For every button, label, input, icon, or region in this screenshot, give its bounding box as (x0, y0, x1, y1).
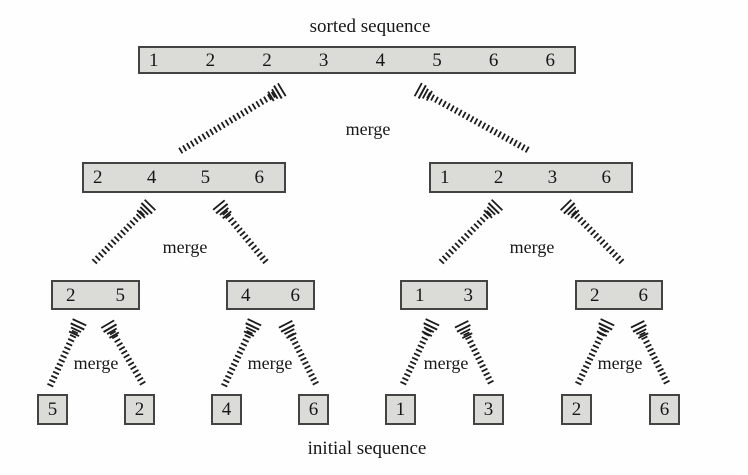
merge-arrow (575, 318, 615, 386)
pair-box-4: 2 6 (575, 280, 663, 310)
sequence-value: 6 (638, 284, 649, 306)
sequence-value: 2 (205, 49, 216, 71)
initial-box-3: 4 (211, 394, 242, 425)
merge-arrow (413, 82, 530, 153)
sequence-value: 6 (545, 49, 555, 71)
sorted-sequence-label: sorted sequence (309, 16, 431, 37)
merge-arrow (630, 320, 670, 385)
sequence-value: 6 (659, 399, 670, 420)
initial-sequence-label: initial sequence (307, 438, 427, 459)
sequence-value: 2 (590, 284, 600, 306)
sequence-value: 1 (440, 167, 450, 188)
initial-box-6: 3 (473, 394, 504, 425)
merge-arrow (400, 318, 440, 386)
sequence-value: 4 (221, 399, 232, 420)
merge-label-root: merge (345, 119, 391, 139)
sequence-value: 6 (601, 167, 611, 188)
sequence-value: 1 (395, 399, 406, 420)
merge-arrow (454, 320, 494, 385)
sequence-value: 3 (547, 167, 558, 188)
sequence-value: 2 (493, 167, 504, 188)
initial-box-2: 2 (124, 394, 155, 425)
sequence-value: 6 (290, 284, 301, 306)
sequence-value: 2 (571, 399, 582, 420)
initial-box-4: 6 (298, 394, 329, 425)
merge-arrow (47, 318, 87, 388)
merge-label-pair-4: merge (597, 353, 643, 373)
sequence-value: 4 (375, 49, 386, 71)
merge-arrow (560, 199, 625, 265)
initial-box-1: 5 (37, 394, 68, 425)
pair-box-2: 4 6 (226, 280, 315, 310)
sequence-value: 5 (200, 167, 211, 188)
sequence-value: 1 (415, 284, 425, 306)
merge-label-pair-3: merge (423, 353, 469, 373)
merge-label-pair-2: merge (247, 353, 293, 373)
pair-box-1: 2 5 (51, 280, 140, 310)
sequence-value: 2 (93, 167, 103, 188)
merge-arrow (212, 199, 269, 265)
sequence-value: 6 (254, 167, 264, 188)
merge-label-pair-1: merge (73, 353, 119, 373)
initial-box-7: 2 (561, 394, 592, 425)
sequence-value: 2 (66, 284, 76, 306)
merge-arrow (278, 320, 319, 386)
sequence-value: 4 (146, 167, 157, 188)
merge-arrow (91, 199, 156, 265)
sequence-value: 5 (115, 284, 126, 306)
sequence-value: 3 (483, 399, 494, 420)
sequence-value: 4 (241, 284, 251, 306)
merge-label-right: merge (509, 237, 555, 257)
sequence-value: 6 (488, 49, 499, 71)
sequence-value: 5 (47, 399, 58, 420)
initial-box-5: 1 (385, 394, 416, 425)
sequence-value: 2 (134, 399, 145, 420)
sequence-value: 2 (262, 49, 272, 71)
sequence-value: 5 (432, 49, 442, 71)
merge-arrow (438, 199, 503, 265)
sorted-sequence-box: 1 2 2 3 4 5 6 6 (138, 46, 576, 74)
sequence-value: 1 (149, 49, 159, 71)
merge-arrow (221, 318, 262, 388)
sequence-value: 3 (463, 284, 474, 306)
sequence-value: 3 (318, 49, 329, 71)
merged-right-box: 1 2 3 6 (429, 162, 633, 193)
merged-left-box: 2 4 5 6 (82, 162, 286, 193)
pair-box-3: 1 3 (400, 280, 488, 310)
merge-arrow (178, 82, 287, 154)
merge-arrow (100, 319, 146, 386)
merge-label-left: merge (162, 237, 208, 257)
sequence-value: 6 (308, 399, 319, 420)
initial-box-8: 6 (649, 394, 680, 425)
